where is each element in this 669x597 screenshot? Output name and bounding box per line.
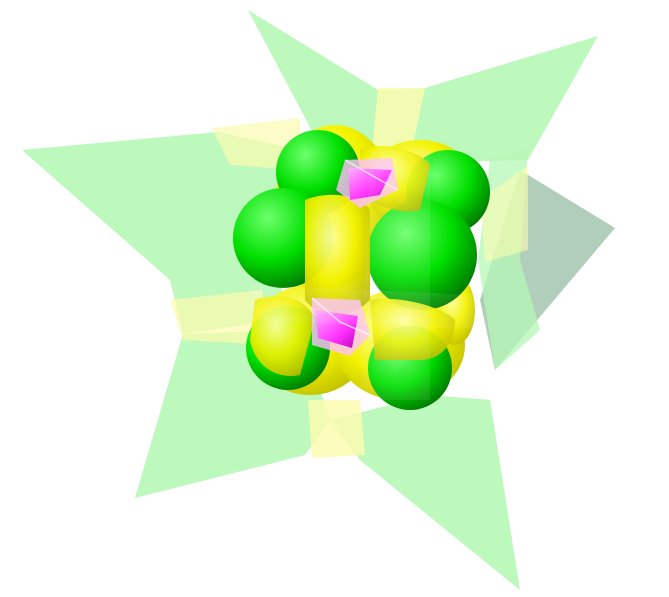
yellow-lobe-front (305, 194, 370, 315)
slab-lower-left (170, 290, 270, 345)
green-sphere (367, 200, 477, 310)
slab-top (372, 88, 425, 150)
plane-overlay (360, 150, 430, 400)
magenta-tetrahedra (311, 158, 399, 356)
plane-overlay (250, 285, 480, 330)
transparent-planes (22, 10, 615, 590)
yellow-lobe-front (250, 296, 315, 376)
yellow-lobe-front (370, 298, 455, 360)
magenta-tetrahedron-bottom (311, 297, 371, 356)
slab-bottom (308, 400, 365, 458)
plane-left (22, 132, 300, 334)
plane-overlays (250, 150, 480, 400)
slab-right (480, 165, 528, 262)
slab-left (212, 118, 300, 170)
plane-bottom-right (330, 395, 520, 590)
magenta-tetrahedron-top (336, 158, 399, 208)
